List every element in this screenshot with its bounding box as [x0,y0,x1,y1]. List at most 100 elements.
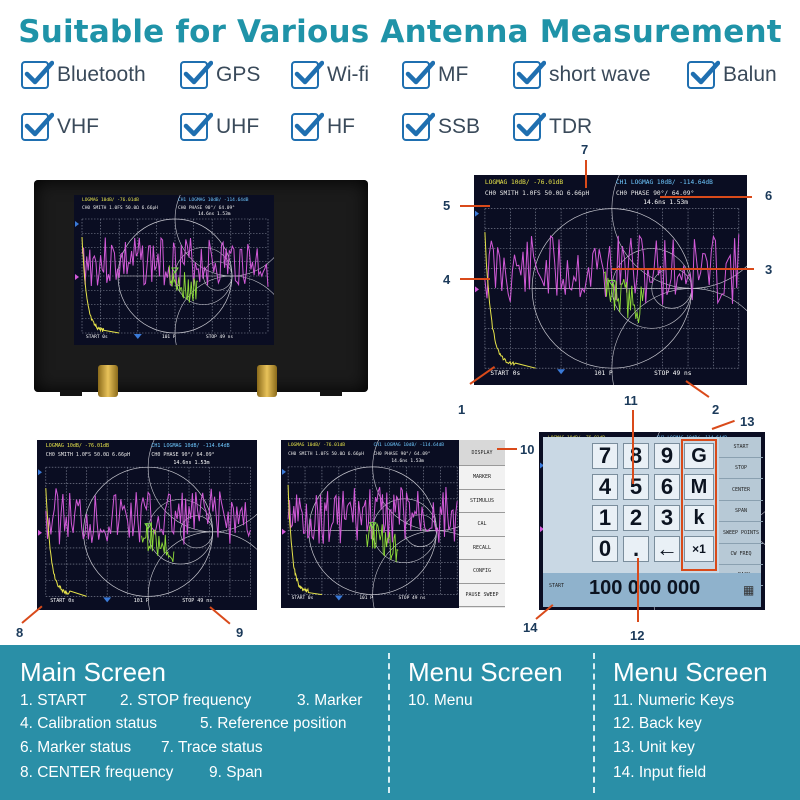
numeric-key[interactable]: 4 [592,474,618,500]
stop-label: STOP 49 ns [398,596,426,602]
trace-status-ch1: CH1 LOGMAG 10dB/ -114.64dB [373,443,444,449]
legend-13: 13. Unit key [613,739,695,756]
check-item: HF [291,111,355,143]
unit-key[interactable]: ×1 [684,536,714,562]
check-label: HF [327,115,355,138]
marker-status: 14.6ns 1.53m [391,459,424,465]
check-label: TDR [549,115,593,138]
callout-12: 12 [630,628,645,643]
device-foot-right [320,390,342,396]
check-item: Bluetooth [21,59,146,91]
legend-6: 6. Marker status [20,739,132,756]
menu-button-marker[interactable]: MARKER [459,466,505,490]
check-label: GPS [216,63,261,86]
numeric-key[interactable]: 0 [592,536,618,562]
trace-status-ch0-phase: CH0 PHASE 90°/ 64.09° [615,189,695,197]
checkmark-icon [21,60,54,89]
callout-line-10 [497,448,517,450]
side-menu-button[interactable]: STOP [719,458,763,480]
sma-connector-2 [257,365,277,397]
legend-14: 14. Input field [613,764,707,781]
unit-key[interactable]: k [684,505,714,531]
device-foot-left [60,390,82,396]
side-menu-button[interactable]: SWEEP POINTS [719,523,763,544]
menu-button-config[interactable]: CONFIG [459,560,505,584]
trace-status-ch0-smith: CH0 SMITH 1.0FS 50.0Ω 6.66pH [45,451,131,458]
device-screen: LOGMAG 10dB/ -76.01dB CH1 LOGMAG 10dB/ -1… [74,195,274,345]
trace-status-ch0-phase: CH0 PHASE 90°/ 64.09° [178,205,235,211]
checkmark-icon [513,60,546,89]
input-field-label: START [549,583,565,589]
trace-status-ch0: LOGMAG 10dB/ -76.01dB [45,443,110,450]
legend-7: 7. Trace status [161,739,263,756]
start-label: START 0s [50,598,75,605]
check-label: Bluetooth [57,63,146,86]
trace-status-ch0-smith: CH0 SMITH 1.0FS 50.0Ω 6.66pH [82,205,158,211]
footer-divider-1 [388,653,390,793]
numeric-key[interactable]: . [623,536,649,562]
check-label: short wave [549,63,651,86]
numeric-key[interactable]: 9 [654,443,680,469]
numeric-key[interactable]: 8 [623,443,649,469]
footer-panel: Main Screen 1. START 2. STOP frequency 3… [0,645,800,800]
footer-divider-2 [593,653,595,793]
callout-4: 4 [443,272,451,287]
callout-line-12 [637,558,639,622]
side-menu-button[interactable]: START [719,437,763,458]
callout-9: 9 [236,625,244,640]
checkmark-icon [291,112,324,141]
check-item: short wave [513,59,651,91]
trace-plot [282,440,459,608]
legend-9: 9. Span [209,764,263,781]
sma-connector-1 [98,365,118,397]
unit-key[interactable]: M [684,474,714,500]
numeric-key[interactable]: 3 [654,505,680,531]
headline: Suitable for Various Antenna Measurement [18,14,782,50]
menu-button-stimulus[interactable]: STIMULUS [459,489,505,513]
unit-key[interactable]: G [684,443,714,469]
legend-5: 5. Reference position [200,715,347,732]
check-label: Balun [723,63,777,86]
checkmark-icon [402,112,435,141]
legend-4: 4. Calibration status [20,715,157,732]
trace-plot [475,175,747,385]
checkmark-icon [180,60,213,89]
trace-status-ch1: CH1 LOGMAG 10dB/ -114.64dB [178,198,249,203]
callout-line-7 [585,160,587,188]
main-screen-title: Main Screen [20,657,166,687]
legend-10: 10. Menu [408,692,473,709]
check-label: Wi-fi [327,63,369,86]
callout-2: 2 [712,402,720,417]
callout-line-6 [660,196,752,198]
checkmark-icon [291,60,324,89]
menu-button-pause-sweep[interactable]: PAUSE SWEEP [459,583,505,607]
menu-button-cal[interactable]: CAL [459,513,505,537]
side-menu-button[interactable]: SPAN [719,501,763,523]
trace-status-ch0: LOGMAG 10dB/ -76.01dB [82,198,139,203]
side-menu-button[interactable]: CENTER [719,480,763,501]
numeric-key[interactable]: 7 [592,443,618,469]
menu-button-display[interactable]: DISPLAY [459,440,505,466]
stop-label: STOP 49 ns [206,334,234,340]
menu-button-recall[interactable]: RECALL [459,536,505,560]
callout-3: 3 [765,262,773,277]
numeric-key[interactable]: 6 [654,474,680,500]
checkmark-icon [513,112,546,141]
numeric-key[interactable]: 5 [623,474,649,500]
numeric-key[interactable]: 1 [592,505,618,531]
back-key[interactable]: ← [654,536,680,562]
check-item: MF [402,59,468,91]
side-menu-button[interactable]: CW FREQ [719,544,763,565]
marker-status: 14.6ns 1.53m [643,199,688,207]
callout-line-11 [632,410,634,484]
legend-3: 3. Marker [297,692,363,709]
numeric-key[interactable]: 2 [623,505,649,531]
callout-6: 6 [765,188,773,203]
keyboard-icon[interactable]: ▦ [743,583,755,597]
start-label: START 0s [490,370,521,378]
stop-label: STOP 49 ns [654,370,692,378]
trace-status-ch0-phase: CH0 PHASE 90°/ 64.09° [151,451,215,458]
